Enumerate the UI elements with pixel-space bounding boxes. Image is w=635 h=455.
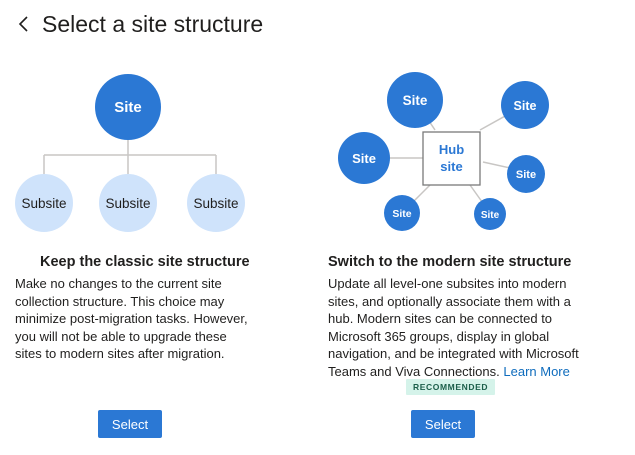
select-modern-button[interactable]: Select: [411, 410, 475, 438]
site-node: Site: [384, 195, 420, 231]
root-site-node: Site: [95, 74, 161, 140]
modern-option-description: Update all level-one subsites into moder…: [328, 275, 580, 380]
site-label: Site: [516, 169, 536, 181]
subsite-label: Subsite: [193, 196, 238, 211]
modern-option-title: Switch to the modern site structure: [328, 254, 572, 270]
page-title: Select a site structure: [42, 10, 264, 37]
site-node: Site: [507, 155, 545, 193]
modern-description-text: Update all level-one subsites into moder…: [328, 276, 579, 379]
site-label: Site: [392, 208, 411, 220]
subsite-node: Subsite: [15, 174, 73, 232]
modern-structure-diagram: Hub site Site Site Site Site Site Site: [338, 72, 549, 231]
root-site-label: Site: [114, 99, 142, 116]
classic-option-title: Keep the classic site structure: [40, 254, 250, 270]
select-classic-button[interactable]: Select: [98, 410, 162, 438]
learn-more-link[interactable]: Learn More: [503, 363, 570, 379]
hub-site-label-line1: Hub: [439, 142, 464, 157]
site-node: Site: [501, 81, 549, 129]
site-label: Site: [481, 210, 500, 221]
classic-option-description: Make no changes to the current site coll…: [15, 276, 248, 361]
site-label: Site: [403, 93, 428, 108]
recommended-badge: RECOMMENDED: [406, 379, 496, 395]
subsite-label: Subsite: [105, 196, 150, 211]
back-chevron-icon[interactable]: [14, 10, 34, 38]
subsite-node: Subsite: [187, 174, 245, 232]
site-label: Site: [352, 151, 376, 166]
subsite-node: Subsite: [99, 174, 157, 232]
hub-site-node: [422, 131, 481, 186]
subsite-label: Subsite: [21, 196, 66, 211]
site-node: Site: [338, 132, 390, 184]
hub-site-label-line2: site: [440, 159, 462, 174]
page-header: Select a site structure: [14, 10, 263, 38]
site-label: Site: [514, 99, 537, 113]
classic-structure-diagram: Site Subsite Subsite Subsite: [15, 74, 245, 232]
site-node: Site: [387, 72, 443, 128]
site-node: Site: [474, 198, 506, 230]
